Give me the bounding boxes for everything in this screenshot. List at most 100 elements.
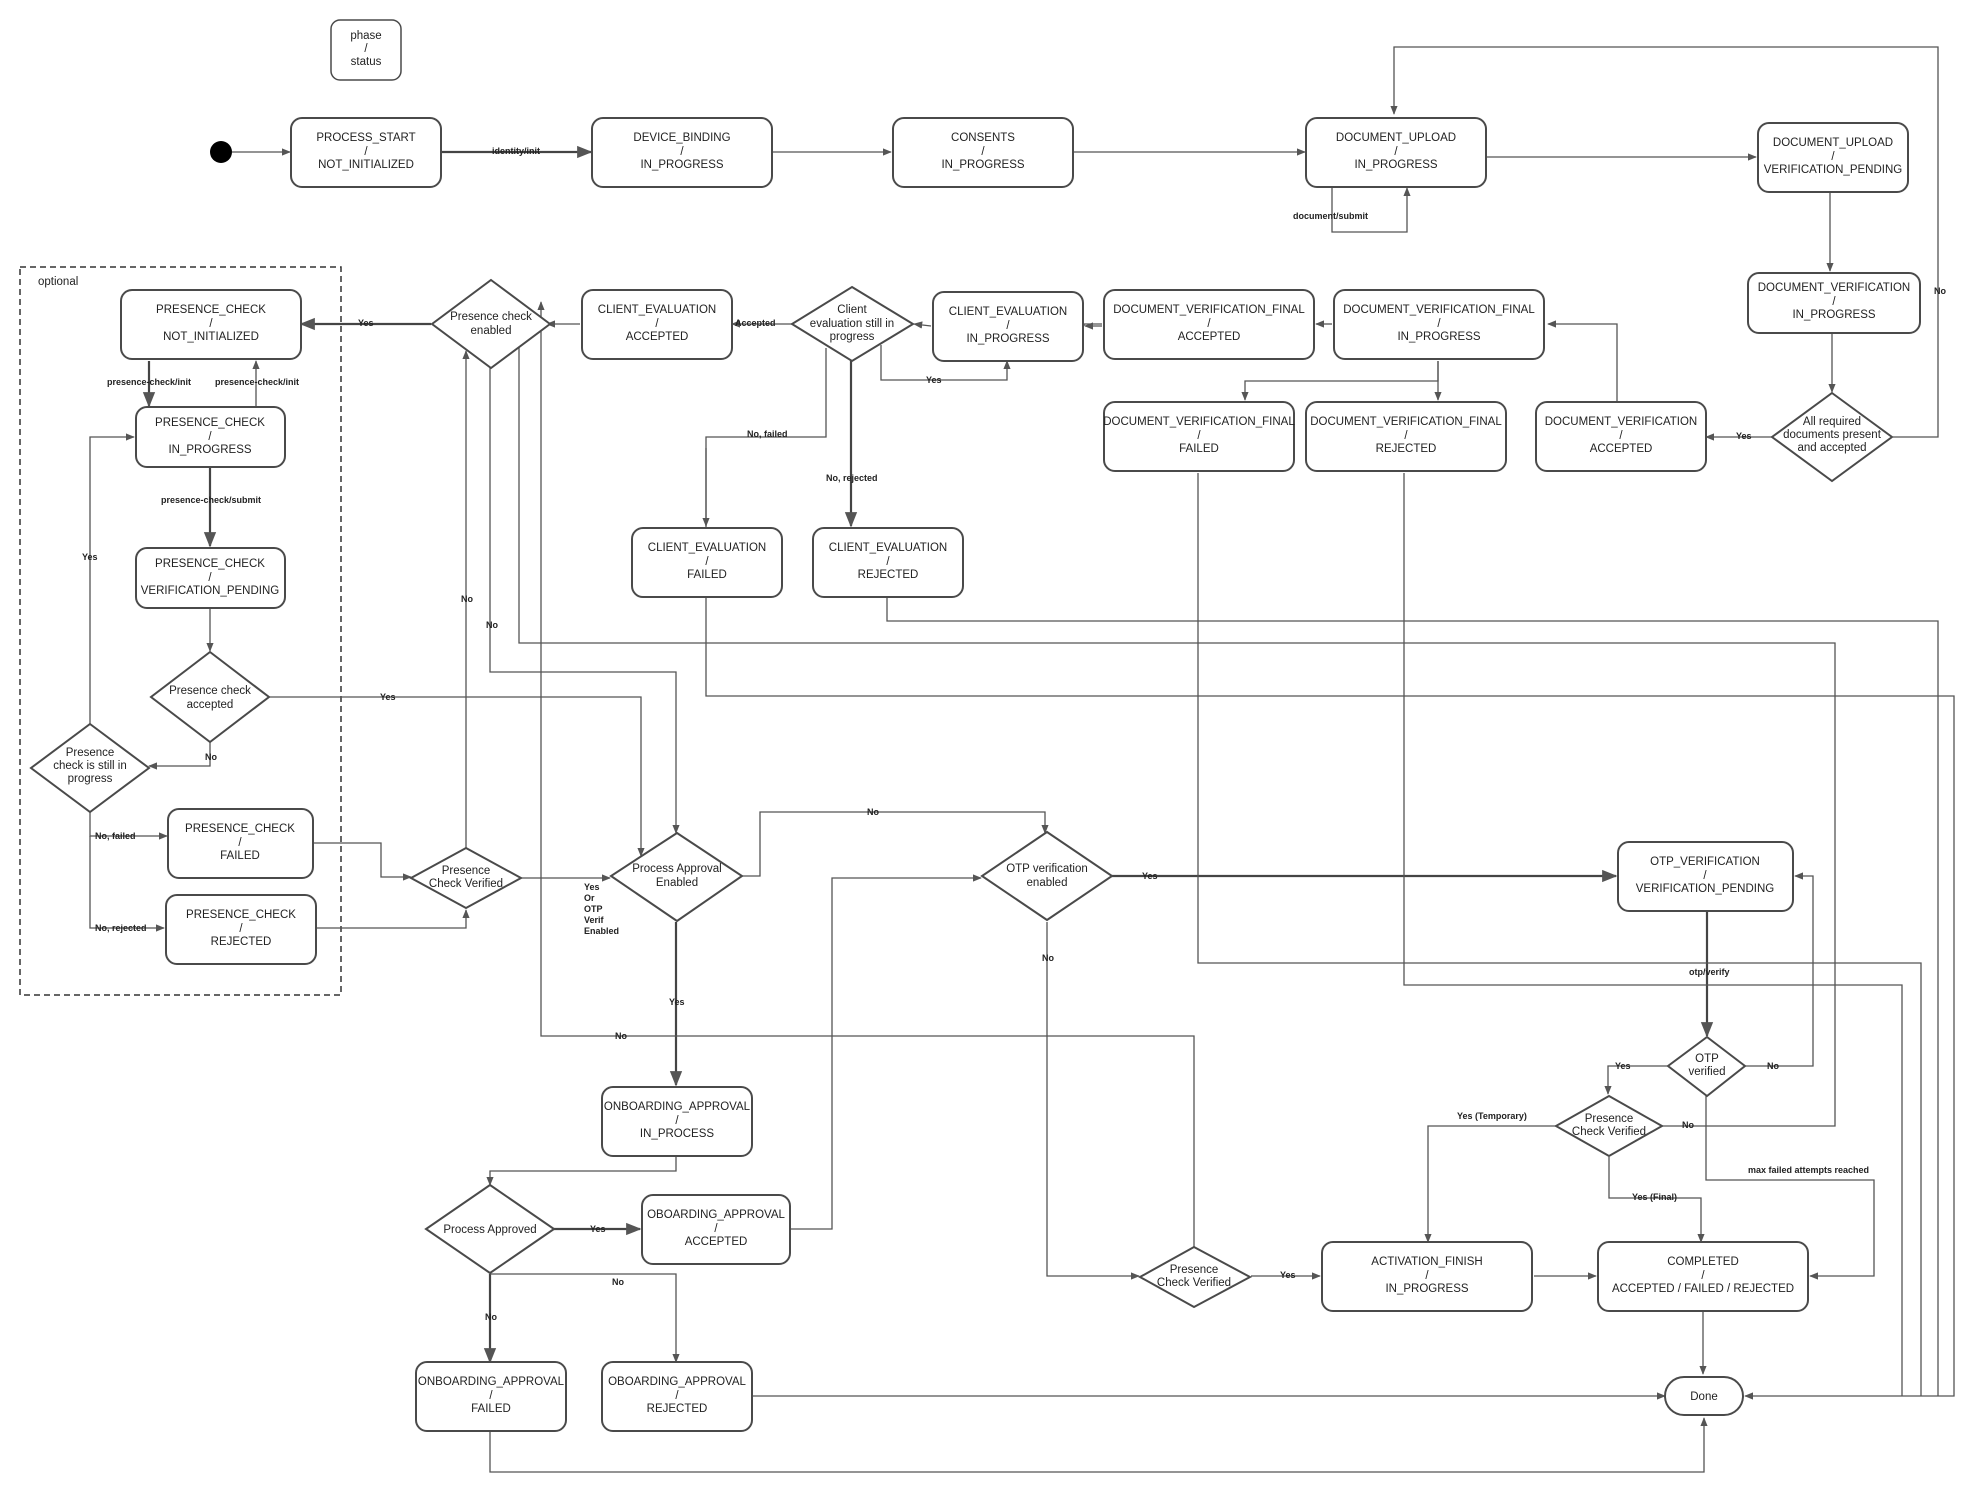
decision-label: Process Approved — [443, 1224, 536, 1236]
state-presence-check-not-initialized: PRESENCE_CHECK / NOT_INITIALIZED — [120, 289, 302, 360]
label-no-failed-pc: No, failed — [95, 831, 136, 841]
state-label: / — [680, 146, 684, 158]
edge-otp-enabled-no — [1046, 922, 1140, 1280]
decision-label: and accepted — [1797, 442, 1866, 454]
decision-label: accepted — [187, 699, 234, 711]
state-onboarding-approval-in-process: ONBOARDING_APPROVAL / IN_PROCESS — [601, 1086, 753, 1157]
label-no-pc-accepted: No — [205, 752, 217, 762]
state-label: / — [1619, 430, 1623, 442]
label-yes-otp-enabled: Yes — [1142, 871, 1158, 881]
state-label: PRESENCE_CHECK — [185, 823, 295, 835]
state-label: ONBOARDING_APPROVAL — [604, 1101, 751, 1113]
edge-yes-final — [1608, 1157, 1705, 1243]
decision-label: evaluation still in — [810, 318, 894, 330]
decision-otp-verification-enabled: OTP verification enabled — [980, 830, 1114, 922]
decision-presence-check-verified-bottom: Presence Check Verified — [1137, 1245, 1253, 1309]
decision-label: progress — [68, 773, 113, 785]
state-label: / — [239, 923, 243, 935]
state-label: IN_PROGRESS — [1385, 1283, 1468, 1295]
edge-pcv-right-no — [515, 301, 1836, 1127]
decision-label: Presence — [1585, 1113, 1634, 1125]
state-label: DOCUMENT_VERIFICATION_FINAL — [1113, 304, 1305, 316]
state-completed: COMPLETED / ACCEPTED / FAILED / REJECTED — [1597, 1241, 1809, 1312]
decision-label: verified — [1688, 1066, 1725, 1078]
decision-presence-check-verified-right: Presence Check Verified — [1553, 1094, 1665, 1158]
state-label: / — [655, 318, 659, 330]
state-label: / — [208, 431, 212, 443]
edge-pae-no — [742, 811, 1049, 877]
label-no-failed-client: No, failed — [747, 429, 788, 439]
state-label: / — [714, 1223, 718, 1235]
state-label: / — [1832, 296, 1836, 308]
state-document-verification-in-progress: DOCUMENT_VERIFICATION / IN_PROGRESS — [1747, 272, 1921, 334]
state-label: CLIENT_EVALUATION — [829, 542, 947, 554]
label-no-all-docs: No — [1934, 286, 1946, 296]
state-label: NOT_INITIALIZED — [163, 331, 259, 343]
label-yes-still-progress: Yes — [82, 552, 98, 562]
edge-final-failed-to-done — [1197, 473, 1922, 1396]
state-label: IN_PROGRESS — [1397, 331, 1480, 343]
state-docverif-final-in-progress: DOCUMENT_VERIFICATION_FINAL / IN_PROGRES… — [1333, 289, 1545, 360]
state-label: VERIFICATION_PENDING — [1764, 164, 1902, 176]
label-yes-pcv-bottom: Yes — [1280, 1270, 1296, 1280]
edge-max-failed — [1705, 1096, 1875, 1280]
edge-process-approved-no-right — [490, 1273, 680, 1363]
state-label: COMPLETED — [1667, 1256, 1739, 1268]
edge-pc-accepted-no — [148, 741, 211, 770]
state-client-evaluation-rejected: CLIENT_EVALUATION / REJECTED — [812, 527, 964, 598]
state-label: / — [1006, 320, 1010, 332]
edge-otp-verified-no — [1745, 872, 1814, 1067]
state-label: / — [705, 556, 709, 568]
edge-labels-layer: identity/init document/submit No Yes Yes… — [82, 146, 1946, 1322]
label-no-pcv-left: No — [461, 594, 473, 604]
state-label: / — [1404, 430, 1408, 442]
state-process-start: PROCESS_START / NOT_INITIALIZED — [290, 117, 442, 188]
state-label: / — [209, 318, 213, 330]
state-label: ACCEPTED — [685, 1236, 748, 1248]
state-label: OBOARDING_APPROVAL — [647, 1209, 785, 1221]
legend-line-2: / — [364, 43, 368, 55]
label-presence-check-submit: presence-check/submit — [161, 495, 261, 505]
state-activation-finish: ACTIVATION_FINISH / IN_PROGRESS — [1321, 1241, 1533, 1312]
decision-label: All required — [1803, 416, 1861, 428]
decision-label: Presence — [66, 747, 115, 759]
state-label: REJECTED — [647, 1403, 708, 1415]
decision-presence-check-enabled: Presence check enabled — [430, 278, 552, 370]
state-label: PRESENCE_CHECK — [156, 304, 266, 316]
label-document-submit: document/submit — [1293, 211, 1368, 221]
state-label: IN_PROGRESS — [941, 159, 1024, 171]
edge-pcv-bottom-no-long — [537, 301, 1195, 1247]
state-label: / — [208, 572, 212, 584]
state-onboarding-approval-failed: ONBOARDING_APPROVAL / FAILED — [415, 1361, 567, 1432]
state-label: DOCUMENT_VERIFICATION_FINAL — [1343, 304, 1535, 316]
label-otp-verify: otp/verify — [1689, 967, 1730, 977]
state-label: CONSENTS — [951, 132, 1015, 144]
label-yes-or-otp-2: Or — [584, 893, 595, 903]
label-accepted-client-eval: Accepted — [735, 318, 776, 328]
state-label: DEVICE_BINDING — [633, 132, 730, 144]
state-document-upload-verification-pending: DOCUMENT_UPLOAD / VERIFICATION_PENDING — [1757, 122, 1909, 193]
label-yes-temporary: Yes (Temporary) — [1457, 1111, 1527, 1121]
optional-group-box — [19, 266, 342, 996]
label-no-process-approved-down: No — [485, 1312, 497, 1322]
label-yes-pc-accepted: Yes — [380, 692, 396, 702]
decisions-layer: Presence check enabled Client evaluation… — [29, 278, 1894, 1309]
label-yes-presence-enabled: Yes — [358, 318, 374, 328]
state-label: IN_PROGRESS — [1354, 159, 1437, 171]
state-label: / — [675, 1115, 679, 1127]
decision-label: Process Approval — [632, 863, 722, 875]
edge-pce-no-down — [489, 348, 680, 834]
legend-box: phase / status — [330, 19, 402, 81]
label-identity-init: identity/init — [492, 146, 540, 156]
state-label: DOCUMENT_VERIFICATION — [1758, 282, 1911, 294]
state-label: / — [981, 146, 985, 158]
label-no-long: No — [615, 1031, 627, 1041]
edge-client-loop-yes — [880, 345, 1011, 381]
label-yes-otp-verified: Yes — [1615, 1061, 1631, 1071]
state-label: CLIENT_EVALUATION — [949, 306, 1067, 318]
decision-label: Presence — [442, 865, 491, 877]
state-label: DOCUMENT_VERIFICATION_FINAL — [1103, 416, 1295, 428]
decision-label: progress — [830, 331, 875, 343]
edge-client-rejected-to-done — [886, 598, 1939, 1396]
label-yes-process-approved: Yes — [590, 1224, 606, 1234]
